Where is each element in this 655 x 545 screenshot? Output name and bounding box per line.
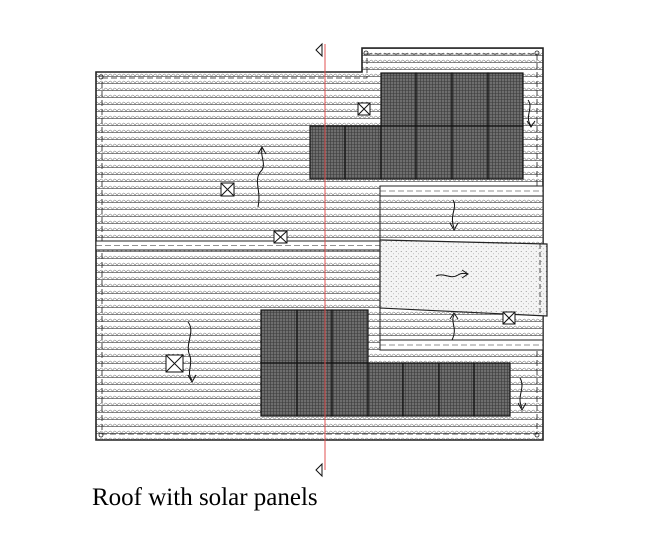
roof-vent-icon: [273, 230, 288, 244]
roof-vent-icon: [165, 354, 184, 373]
dormer: [379, 185, 548, 351]
solar-panel: [296, 362, 333, 417]
solar-panel: [415, 72, 453, 127]
slope-arrow-icon: [517, 377, 527, 412]
slope-arrow-icon: [435, 269, 469, 279]
solar-panel: [473, 362, 511, 417]
solar-panel: [296, 309, 333, 364]
solar-panel: [380, 125, 417, 180]
solar-panel: [487, 72, 524, 127]
section-marker-icon: [315, 462, 323, 478]
slope-arrow-icon: [449, 312, 459, 341]
solar-panel: [344, 125, 382, 180]
solar-panel: [380, 72, 417, 127]
roof-vent-icon: [357, 102, 371, 116]
solar-panel: [402, 362, 440, 417]
solar-panel: [451, 72, 489, 127]
solar-panel: [451, 125, 489, 180]
solar-panel: [487, 125, 524, 180]
ridge-line: [95, 240, 381, 251]
solar-panel: [331, 309, 369, 364]
slope-arrow-icon: [187, 321, 197, 384]
solar-panel: [260, 362, 298, 417]
section-line: [315, 42, 326, 478]
solar-panel: [367, 362, 404, 417]
solar-array-lower: [260, 309, 511, 417]
roof-vent-icon: [220, 182, 235, 197]
roof-vents: [165, 102, 516, 373]
figure-caption: Roof with solar panels: [92, 484, 318, 511]
slope-arrow-icon: [526, 99, 536, 128]
roof-vent-icon: [502, 311, 516, 325]
solar-panel: [415, 125, 453, 180]
slope-arrow-icon: [256, 145, 267, 208]
slope-arrows: [187, 99, 536, 412]
solar-panel: [331, 362, 369, 417]
solar-array-upper: [309, 72, 524, 180]
section-marker-icon: [315, 42, 323, 58]
solar-panel: [260, 309, 298, 364]
slope-arrow-icon: [449, 199, 459, 232]
solar-panel: [309, 125, 346, 180]
solar-panel: [438, 362, 475, 417]
